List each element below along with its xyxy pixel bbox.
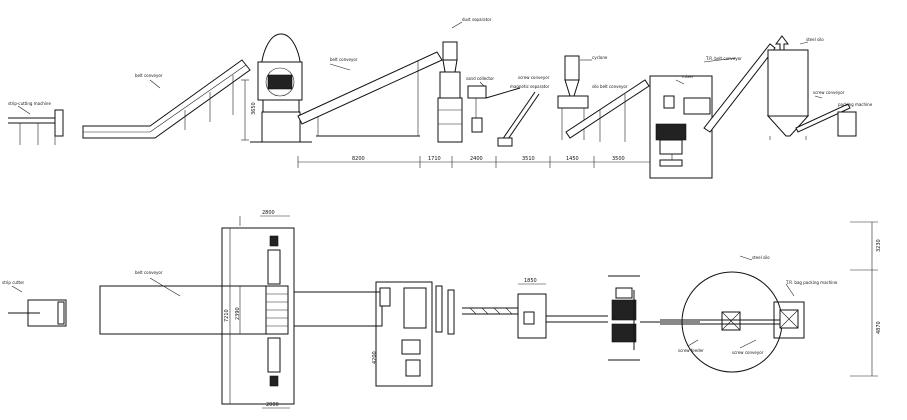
dim-plan-h1: 7210 bbox=[224, 309, 230, 322]
strip-cutter-plan: strip cutter bbox=[2, 280, 67, 327]
dim-d1: 8200 bbox=[352, 156, 365, 162]
main-conveyor-plan bbox=[293, 291, 383, 327]
dust-separator-elevation: dust separator bbox=[437, 17, 492, 143]
dim-plan-top-w: 2800 bbox=[262, 210, 275, 216]
label-mixer: mixer bbox=[682, 74, 694, 79]
cyclone-elevation: cyclone bbox=[557, 55, 608, 140]
dim-d4: 3510 bbox=[522, 156, 535, 162]
label-tr-belt-conveyor: T.R. belt conveyor bbox=[705, 56, 742, 61]
mixer-plan bbox=[608, 275, 700, 361]
label-sand-collector: sand collector bbox=[466, 76, 494, 81]
label-plan-steel-silo: steel silo bbox=[752, 255, 770, 260]
crusher-station-plan: 2800 7210 2390 2000 bbox=[221, 210, 295, 409]
elevation-dim-chain: 8200 1710 2400 3510 1450 3500 bbox=[297, 156, 651, 168]
dim-plan-right-1: 3230 bbox=[876, 239, 882, 252]
dim-d3: 2400 bbox=[470, 156, 483, 162]
dim-d5: 1450 bbox=[566, 156, 579, 162]
dim-plan-h2: 2390 bbox=[235, 307, 241, 320]
screw-to-packing-elevation: screw conveyor packing machine bbox=[795, 90, 873, 137]
screw-feeder-plan bbox=[462, 307, 518, 315]
height-dimension: 3650 bbox=[241, 79, 257, 141]
strip-cutter-elevation: strip-cutting machine bbox=[8, 101, 64, 145]
label-screw-conveyor: screw conveyor bbox=[518, 75, 550, 80]
dim-d2: 1710 bbox=[428, 156, 441, 162]
label-dust-separator: dust separator bbox=[462, 17, 492, 22]
label-cyclone: cyclone bbox=[592, 55, 608, 60]
belt-conveyor-2-elevation: belt conveyor bbox=[297, 51, 443, 137]
label-screw-conveyor-2: screw conveyor bbox=[813, 90, 845, 95]
dim-d6: 3500 bbox=[612, 156, 625, 162]
steel-silo-plan: steel silo screw feeder screw conveyor bbox=[660, 255, 790, 373]
label-belt-conveyor-2: belt conveyor bbox=[330, 57, 358, 62]
dim-plan-bot-w: 2000 bbox=[266, 402, 279, 408]
dim-plan-feeder-w: 1850 bbox=[524, 278, 537, 284]
label-plan-screw-b: screw conveyor bbox=[732, 350, 764, 355]
label-plan-cutter: strip cutter bbox=[2, 280, 25, 285]
steel-silo-elevation: steel silo bbox=[766, 35, 824, 140]
label-steel-silo: steel silo bbox=[806, 37, 824, 42]
feeder-box-plan: 1850 bbox=[517, 278, 608, 339]
crusher-elevation bbox=[250, 33, 312, 143]
dim-plan-unit-h: 4200 bbox=[372, 351, 378, 364]
label-magnetic-separator: magnetic separator bbox=[510, 84, 550, 89]
process-units-plan: 4200 bbox=[372, 281, 455, 387]
plan-view: strip cutter belt conveyor 2800 7210 bbox=[2, 210, 882, 409]
plan-right-dims: 3230 4870 bbox=[850, 221, 882, 377]
label-plan-packing: T.R. bag packing machine bbox=[785, 280, 838, 285]
label-plan-screw-a: screw feeder bbox=[678, 348, 704, 353]
packing-machine-plan: T.R. bag packing machine bbox=[773, 280, 838, 339]
belt-conveyor-1-elevation: belt conveyor bbox=[82, 59, 251, 139]
collector-screw-elevation: sand collector screw conveyor magnetic s… bbox=[466, 75, 550, 147]
silo-belt-conveyor-elevation: silo belt conveyor bbox=[565, 79, 650, 142]
dim-plan-right-2: 4870 bbox=[876, 321, 882, 334]
elevation-view: strip-cutting machine belt conveyor bbox=[8, 17, 873, 179]
label-strip-cutter: strip-cutting machine bbox=[8, 101, 51, 106]
label-silo-belt-conveyor: silo belt conveyor bbox=[592, 84, 628, 89]
label-belt-conveyor-1: belt conveyor bbox=[135, 73, 163, 78]
mixer-elevation: mixer bbox=[649, 74, 713, 179]
dim-height: 3650 bbox=[251, 102, 257, 115]
label-plan-belt-conveyor: belt conveyor bbox=[135, 270, 163, 275]
label-packing-machine: packing machine bbox=[838, 102, 873, 107]
tr-belt-conveyor-elevation: T.R. belt conveyor bbox=[703, 43, 776, 133]
belt-conveyor-plan: belt conveyor bbox=[99, 270, 269, 335]
